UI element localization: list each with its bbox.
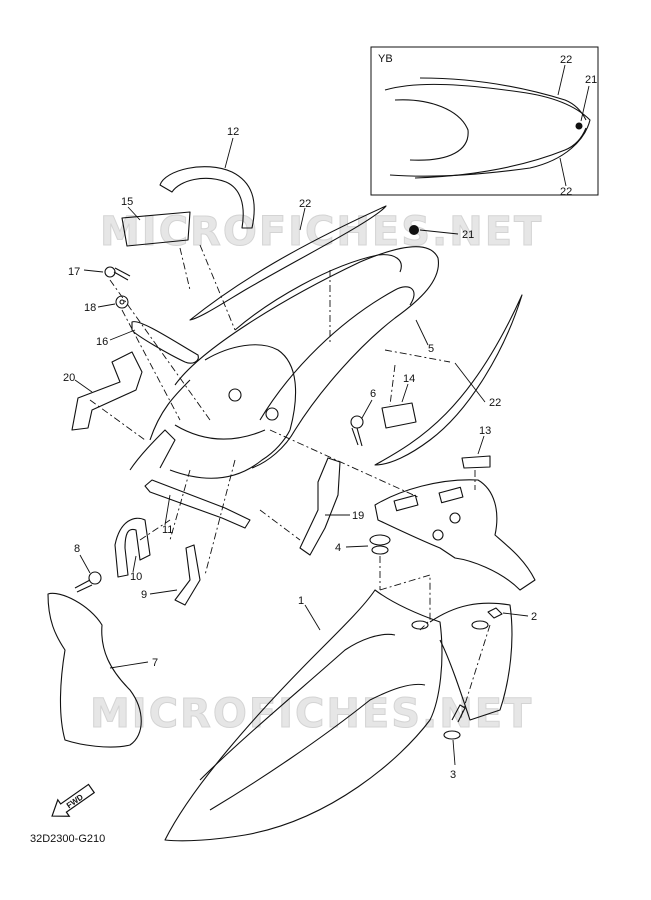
diagram-code: 32D2300-G210 xyxy=(30,833,105,845)
part-13-pad xyxy=(461,435,491,469)
part-14-pad xyxy=(381,383,417,429)
callout-8: 8 xyxy=(74,543,80,555)
callout-4: 4 xyxy=(335,542,341,554)
rear-number-plate-bracket xyxy=(374,479,536,591)
callout-7: 7 xyxy=(152,657,158,669)
part-12-strip xyxy=(159,137,255,229)
callout-9: 9 xyxy=(141,589,147,601)
callout-3: 3 xyxy=(450,769,456,781)
fwd-arrow: FWD xyxy=(51,783,96,817)
assembly-lines xyxy=(89,244,491,721)
callout-18: 18 xyxy=(84,302,96,314)
inset-label: YB xyxy=(378,53,393,65)
part-5-rear-fender xyxy=(129,225,439,479)
inset-callout-22-bottom: 22 xyxy=(560,186,572,198)
callout-22-right: 22 xyxy=(489,397,501,409)
part-20-cover xyxy=(71,351,143,431)
callout-17: 17 xyxy=(68,266,80,278)
part-18-washer xyxy=(97,295,129,309)
callout-6: 6 xyxy=(370,388,376,400)
part-9-bracket xyxy=(149,544,201,606)
part-6-bolt xyxy=(350,399,373,447)
inset-callout-21: 21 xyxy=(585,74,597,86)
callout-1: 1 xyxy=(298,595,304,607)
watermark-top: MICROFICHES.NET xyxy=(100,209,543,255)
part-10-bracket xyxy=(114,517,151,578)
part-15-pad xyxy=(121,206,191,291)
callout-16: 16 xyxy=(96,336,108,348)
part-1-front-fender xyxy=(164,589,513,842)
part-22-stripe-upper xyxy=(189,205,387,321)
inset-callout-22-top: 22 xyxy=(560,54,572,66)
watermark-bottom: MICROFICHES.NET xyxy=(90,691,533,737)
part-11-stay xyxy=(144,479,251,529)
part-8-bolt xyxy=(74,554,102,593)
part-17-bolt xyxy=(83,266,131,281)
part-22-stripe-right xyxy=(374,294,523,466)
part-7-mud-flap xyxy=(47,592,149,748)
callout-12: 12 xyxy=(227,126,239,138)
part-2-nut xyxy=(487,607,529,619)
inset-yb: YB 22 21 22 xyxy=(370,46,599,198)
part-4-grommet xyxy=(345,534,391,590)
callout-5: 5 xyxy=(428,343,434,355)
callout-21: 21 xyxy=(462,229,474,241)
callout-22-upper: 22 xyxy=(299,198,311,210)
callout-2: 2 xyxy=(531,611,537,623)
callout-20: 20 xyxy=(63,372,75,384)
callout-10: 10 xyxy=(130,571,142,583)
callout-11: 11 xyxy=(162,524,173,536)
callout-labels: 1 2 3 4 5 6 7 8 9 10 11 12 13 14 15 16 1… xyxy=(63,126,537,781)
callout-13: 13 xyxy=(479,425,491,437)
part-16-band xyxy=(109,321,199,364)
part-19-cover xyxy=(299,457,350,556)
callout-19: 19 xyxy=(352,510,364,522)
callout-14: 14 xyxy=(403,373,415,385)
callout-15: 15 xyxy=(121,196,133,208)
